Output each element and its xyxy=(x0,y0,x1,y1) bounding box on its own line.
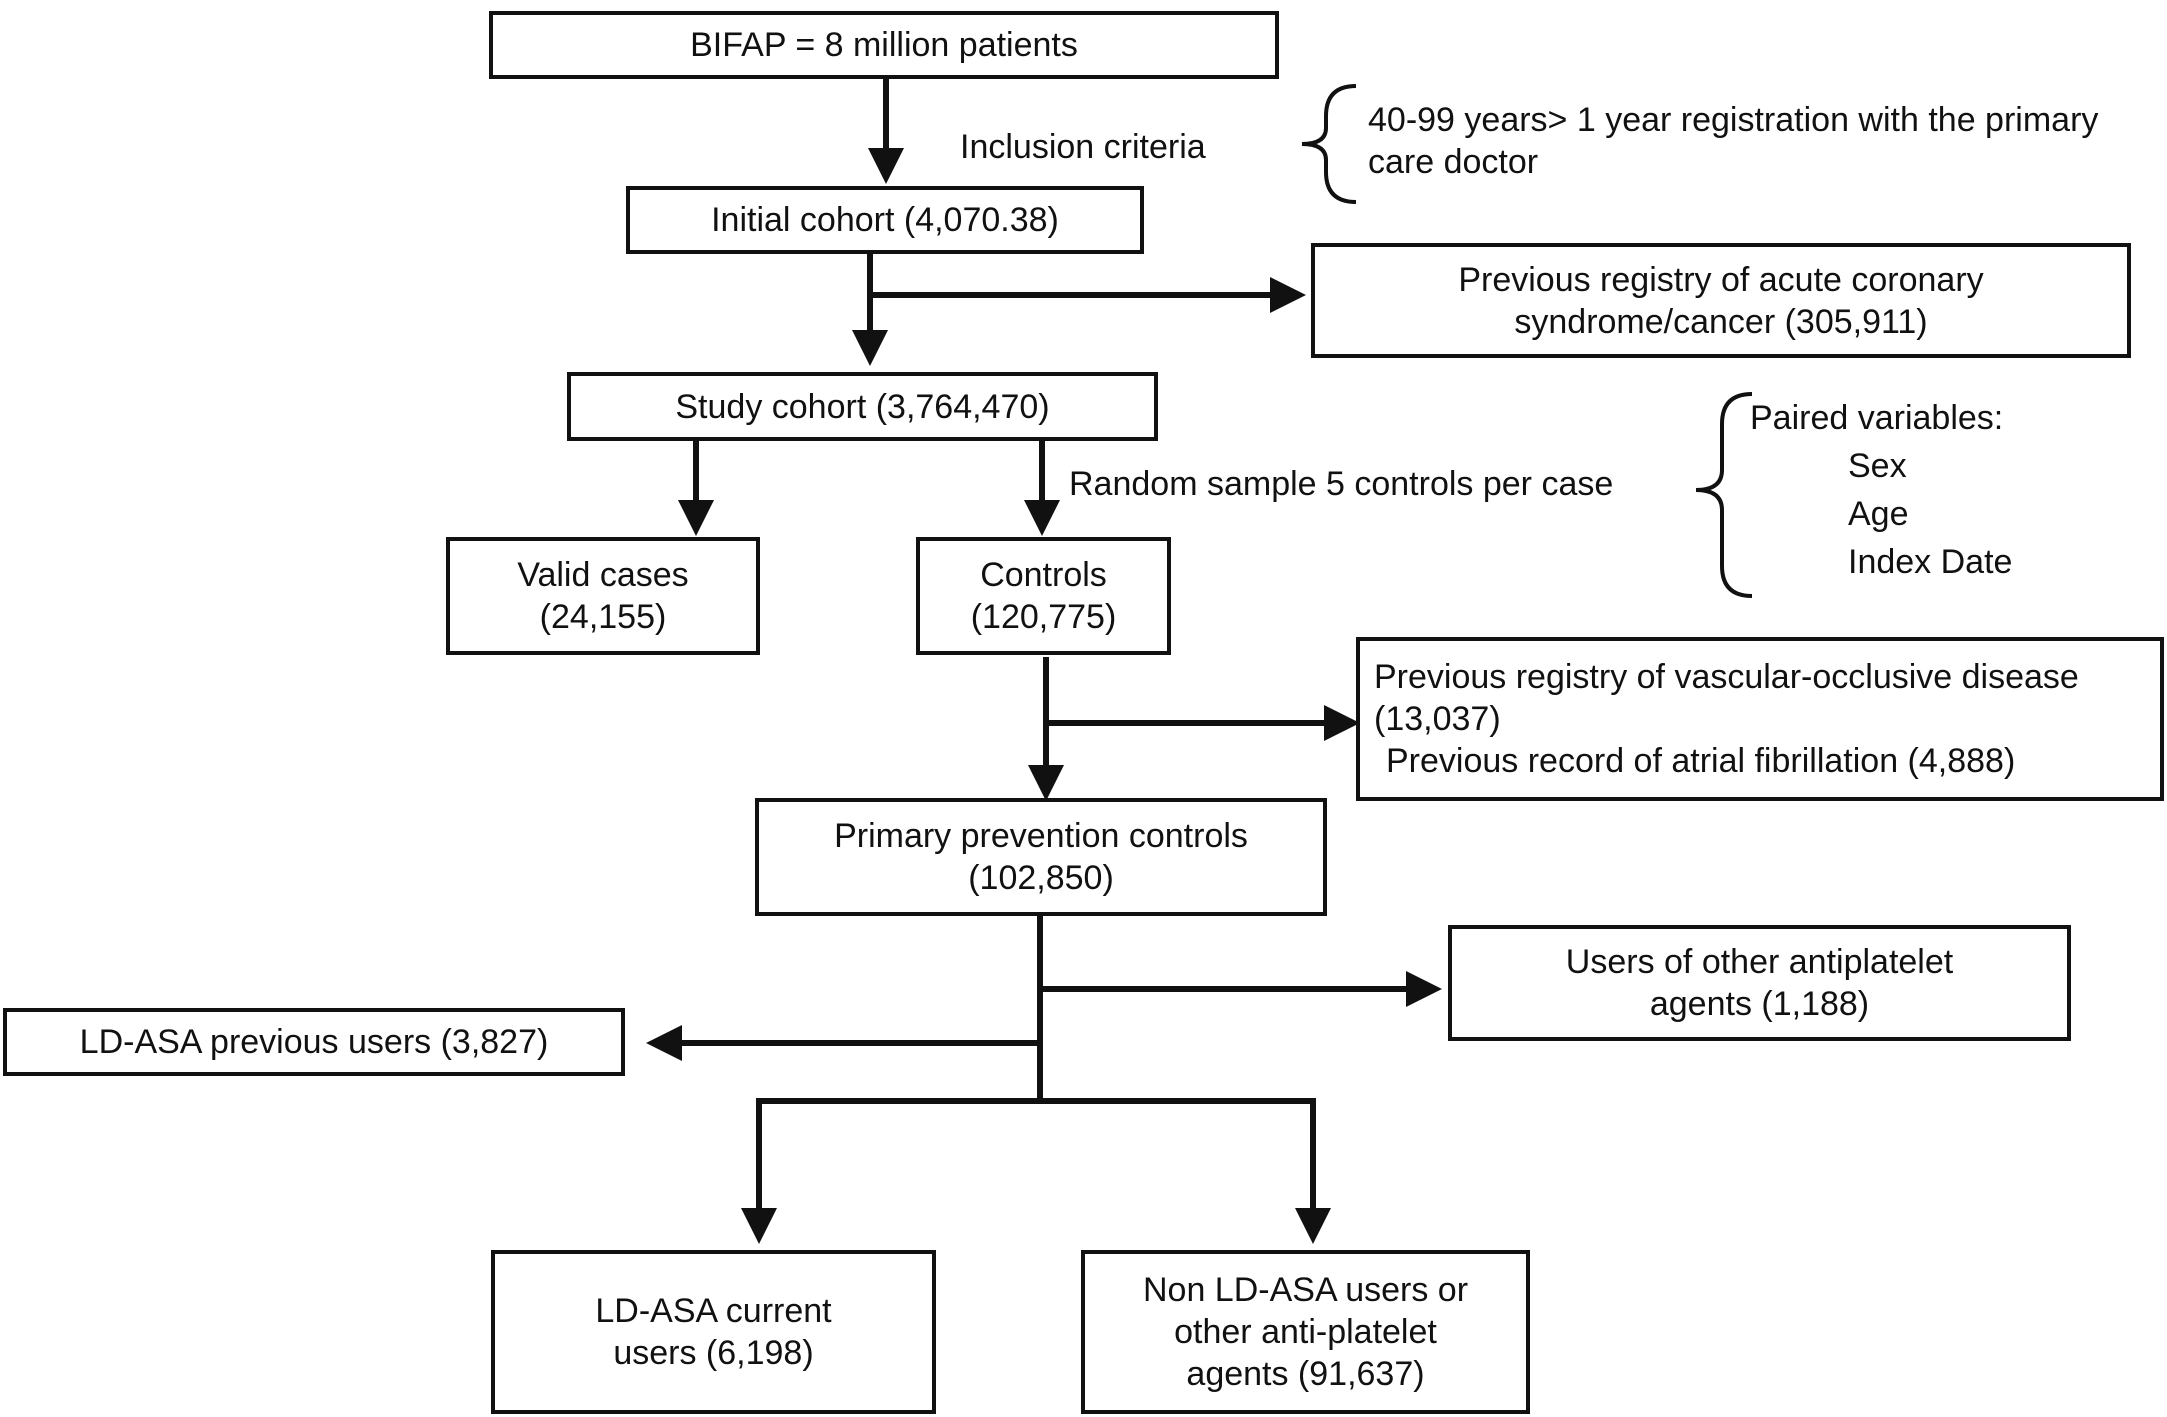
box-text: (120,775) xyxy=(970,598,1117,636)
box-text: Primary prevention controls xyxy=(834,817,1248,855)
box-text: (102,850) xyxy=(968,859,1114,897)
box-text: Study cohort (3,764,470) xyxy=(675,387,1050,426)
paired-variables: Paired variables: Sex Age Index Date xyxy=(1750,397,2012,583)
paired-item: Age xyxy=(1848,495,1909,533)
box-previous-vascular-af: Previous registry of vascular-occlusive … xyxy=(1356,637,2164,801)
box-non-ldasa-users: Non LD-ASA users or other anti-platelet … xyxy=(1081,1250,1530,1414)
box-text: syndrome/cancer (305,911) xyxy=(1514,302,1928,341)
box-text: other anti-platelet xyxy=(1174,1313,1437,1351)
paired-title: Paired variables: xyxy=(1750,399,2004,437)
box-text: BIFAP = 8 million patients xyxy=(690,26,1078,64)
criteria-detail: 40-99 years> 1 year registration with th… xyxy=(1368,99,2098,183)
box-valid-cases: Valid cases (24,155) xyxy=(446,537,760,655)
paired-item: Sex xyxy=(1848,447,1907,485)
box-study-cohort: Study cohort (3,764,470) xyxy=(567,372,1158,441)
box-text: Users of other antiplatelet xyxy=(1565,943,1954,981)
box-text: LD-ASA current xyxy=(595,1292,832,1330)
box-text: Controls xyxy=(980,556,1107,594)
box-text: (13,037) xyxy=(1374,700,1501,738)
box-previous-acs-cancer: Previous registry of acute coronary synd… xyxy=(1311,243,2131,358)
box-other-antiplatelet: Users of other antiplatelet agents (1,18… xyxy=(1448,925,2071,1041)
random-sample-label: Random sample 5 controls per case xyxy=(1069,465,1614,503)
box-text: users (6,198) xyxy=(613,1334,814,1372)
box-controls: Controls (120,775) xyxy=(916,537,1171,655)
box-text: LD-ASA previous users (3,827) xyxy=(79,1023,549,1061)
box-ldasa-previous-users: LD-ASA previous users (3,827) xyxy=(3,1008,625,1076)
box-bifap: BIFAP = 8 million patients xyxy=(489,11,1279,79)
box-initial-cohort: Initial cohort (4,070.38) xyxy=(626,186,1144,254)
box-text: Previous registry of acute coronary xyxy=(1458,260,1984,299)
box-text: agents (91,637) xyxy=(1186,1355,1425,1393)
box-text: Previous record of atrial fibrillation (… xyxy=(1386,742,2016,780)
paired-item: Index Date xyxy=(1848,543,2013,581)
box-ldasa-current-users: LD-ASA current users (6,198) xyxy=(491,1250,936,1414)
box-text: Previous registry of vascular-occlusive … xyxy=(1374,658,2079,696)
box-text: Non LD-ASA users or xyxy=(1142,1271,1469,1309)
brace-paired xyxy=(1695,392,1753,598)
box-text: Valid cases xyxy=(517,556,689,594)
brace-inclusion xyxy=(1301,84,1357,204)
criteria-line: care doctor xyxy=(1368,143,1539,181)
box-text: Initial cohort (4,070.38) xyxy=(711,201,1059,239)
box-primary-prevention-controls: Primary prevention controls (102,850) xyxy=(755,798,1327,916)
inclusion-criteria-label: Inclusion criteria xyxy=(960,128,1206,166)
box-text: (24,155) xyxy=(539,598,667,636)
criteria-line: 40-99 years> 1 year registration with th… xyxy=(1368,101,2099,139)
box-text: agents (1,188) xyxy=(1649,985,1870,1023)
